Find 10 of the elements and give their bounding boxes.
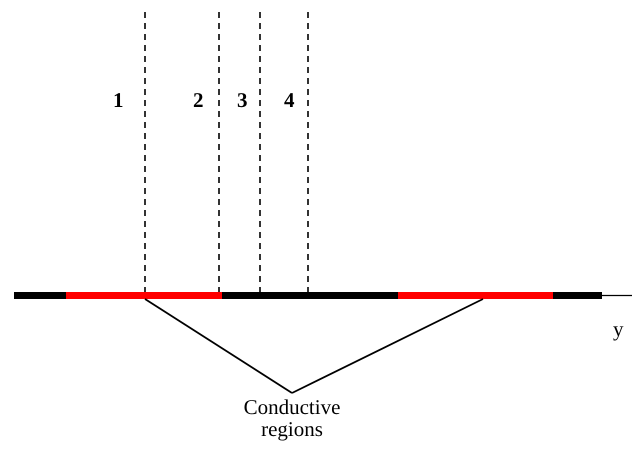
conductive-region-bar (398, 292, 553, 299)
region-number: 4 (284, 89, 294, 111)
annotation-text: Conductive regions (212, 396, 372, 440)
region-number: 3 (237, 89, 248, 111)
region-number: 1 (113, 89, 124, 111)
region-number: 2 (193, 89, 204, 111)
leader-line (292, 298, 484, 394)
axis-label: y (613, 318, 624, 340)
conductive-region-bar (66, 292, 222, 299)
leader-line (144, 298, 292, 394)
